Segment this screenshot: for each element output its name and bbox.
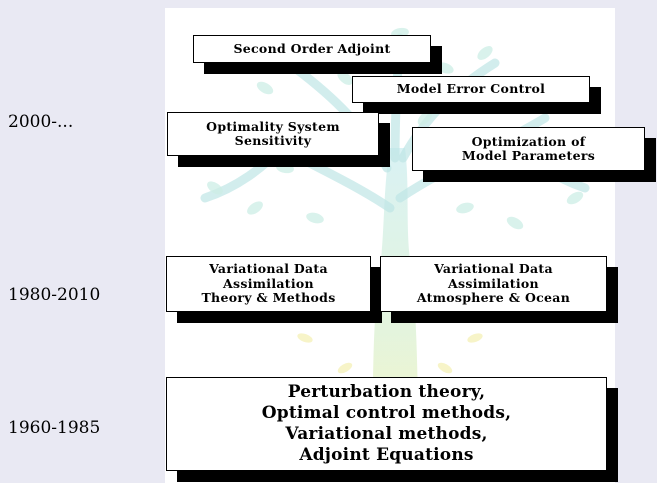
box-model-error-control: Model Error Control — [352, 76, 590, 103]
era-label-1960: 1960-1985 — [8, 418, 101, 438]
era-label-2000: 2000-... — [8, 112, 74, 132]
box-optimization-model-parameters: Optimization of Model Parameters — [412, 127, 645, 171]
box-foundations: Perturbation theory, Optimal control met… — [166, 377, 607, 471]
era-label-1980: 1980-2010 — [8, 285, 101, 305]
box-vda-theory-methods: Variational Data Assimilation Theory & M… — [166, 256, 371, 312]
box-vda-atmosphere-ocean: Variational Data Assimilation Atmosphere… — [380, 256, 607, 312]
box-second-order-adjoint: Second Order Adjoint — [193, 35, 431, 63]
box-optimality-system-sensitivity: Optimality System Sensitivity — [167, 112, 379, 156]
